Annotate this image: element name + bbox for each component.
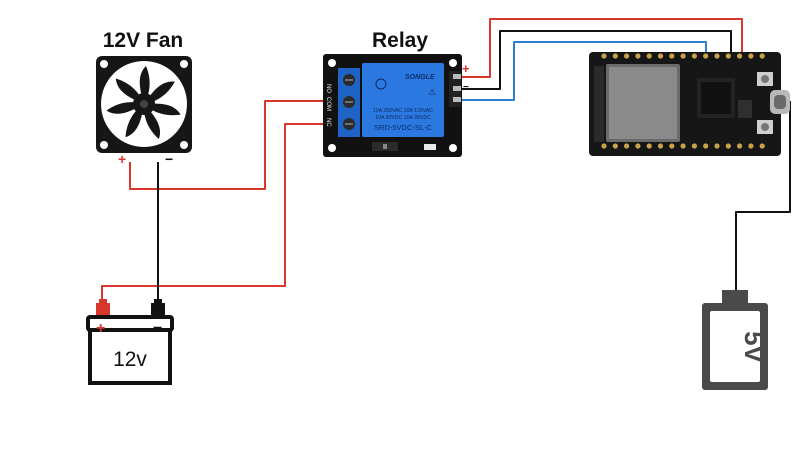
battery-12v: + − 12v (86, 299, 174, 385)
relay-coil-cube (362, 63, 444, 137)
battery-12v-terminal-positive (96, 303, 110, 315)
fan-mount-hole (180, 141, 188, 149)
relay-terminal-label-no: NO (325, 84, 331, 93)
relay-title: Relay (372, 29, 428, 52)
header-pin (748, 143, 754, 149)
header-pin (748, 53, 754, 59)
header-pin (714, 53, 720, 59)
wire-battery-positive (101, 123, 329, 303)
battery-5v-label: 5V (739, 331, 769, 363)
esp32-board (589, 52, 790, 156)
wire-relay-ground (461, 30, 732, 90)
header-pin (669, 53, 675, 59)
header-pin (601, 53, 607, 59)
relay-model: SRD-5VDC-SL-C (374, 123, 433, 132)
esp32-top-pins (601, 53, 765, 59)
header-pin (646, 143, 652, 149)
wires (101, 18, 791, 303)
battery-12v-plus: + (96, 320, 105, 337)
relay-rating-2: 10A 30VDC 10A 28VDC (375, 115, 431, 121)
header-pin (601, 143, 607, 149)
header-pin (759, 143, 765, 149)
relay-rating-1: 10A 250VAC 10A 125VAC (373, 108, 433, 114)
svg-text:⚠: ⚠ (428, 88, 436, 98)
header-pin (691, 143, 698, 149)
esp32-antenna (594, 66, 604, 142)
header-pin (725, 143, 731, 149)
wire-5v-supply (735, 101, 791, 292)
relay-module: Relay NO COM NC SONGLE ⚠ 10A 250VAC 10A … (323, 29, 470, 157)
relay-plus-label: + (462, 61, 470, 76)
fan-12v: 12V Fan + − (96, 29, 192, 167)
wire-relay-vcc (461, 18, 743, 78)
header-pin (737, 143, 743, 149)
header-pin (646, 53, 652, 59)
header-pin (714, 143, 720, 149)
battery-12v-case (88, 328, 172, 385)
wire-fan-positive (129, 100, 329, 190)
relay-brand: SONGLE (405, 74, 435, 81)
wire-relay-signal (461, 41, 707, 101)
fan-mount-hole (180, 60, 188, 68)
header-pin (680, 53, 686, 59)
header-pin (691, 53, 698, 59)
header-pin (612, 53, 618, 59)
fan-mount-hole (100, 60, 108, 68)
header-pin (725, 53, 731, 59)
header-pin (657, 53, 664, 59)
header-pin (703, 143, 709, 149)
fan-title: 12V Fan (103, 29, 184, 52)
fan-minus-label: − (165, 151, 173, 167)
header-pin (737, 53, 743, 59)
relay-minus-label: − (463, 82, 469, 93)
esp32-regulator (738, 100, 752, 118)
esp32-bottom-pins (601, 143, 765, 149)
battery-5v-cap (722, 290, 748, 303)
battery-12v-label: 12v (113, 348, 147, 371)
header-pin (635, 53, 641, 59)
header-pin (624, 53, 630, 59)
header-pin (612, 143, 618, 149)
battery-12v-minus: − (153, 320, 162, 337)
header-pin (680, 143, 686, 149)
battery-12v-terminal-negative (151, 303, 165, 315)
relay-terminal-label-com: COM (325, 97, 331, 111)
header-pin (657, 143, 664, 149)
header-pin (669, 143, 675, 149)
fan-mount-hole (100, 141, 108, 149)
header-pin (624, 143, 630, 149)
relay-led (424, 144, 436, 150)
relay-terminal-label-nc: NC (325, 118, 331, 127)
header-pin (759, 53, 765, 59)
fan-plus-label: + (118, 151, 126, 167)
header-pin (635, 143, 641, 149)
battery-5v: 5V (702, 290, 769, 390)
header-pin (703, 53, 709, 59)
